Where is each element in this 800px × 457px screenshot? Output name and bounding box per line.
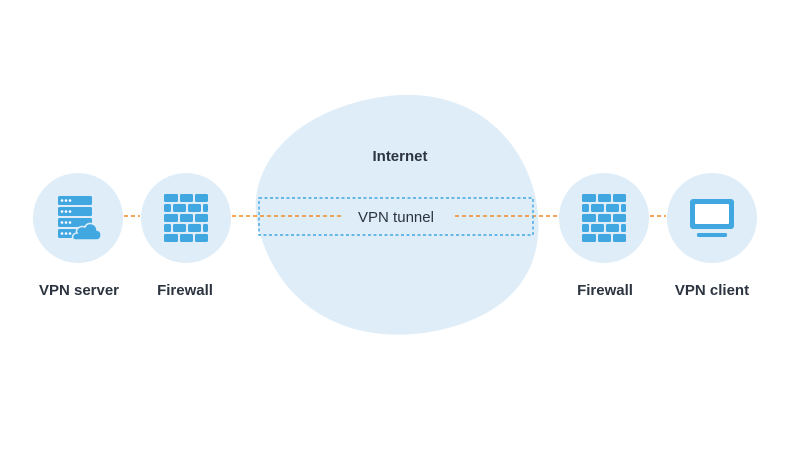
brick-wall-icon	[164, 194, 208, 242]
vpn-server-label: VPN server	[39, 282, 119, 299]
vpn-tunnel-label: VPN tunnel	[358, 209, 434, 226]
monitor-icon	[690, 199, 734, 237]
firewall-left-label: Firewall	[157, 282, 213, 299]
vpn-tunnel-box	[258, 197, 534, 236]
vpn-client-label: VPN client	[675, 282, 749, 299]
server-cloud-icon	[58, 196, 102, 241]
firewall-right-label: Firewall	[577, 282, 633, 299]
internet-cloud	[255, 94, 539, 335]
internet-label: Internet	[372, 148, 427, 165]
brick-wall-icon	[582, 194, 626, 242]
